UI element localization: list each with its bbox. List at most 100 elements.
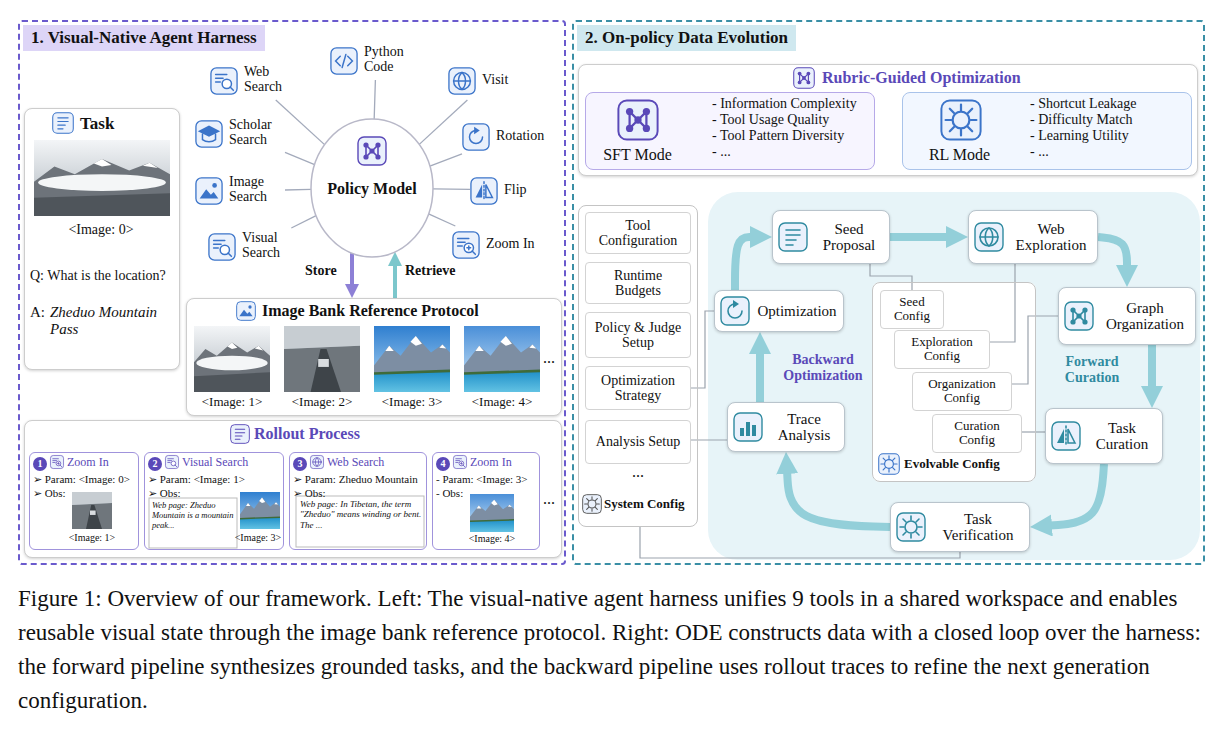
node-text: Seed Proposal bbox=[813, 221, 885, 254]
stage-box: Graph Organization bbox=[1058, 287, 1196, 345]
cycle-band bbox=[708, 192, 1200, 560]
photo bbox=[72, 492, 112, 529]
connector bbox=[393, 265, 397, 298]
connector bbox=[990, 264, 1015, 342]
node-text: - Learning Utility bbox=[1030, 128, 1185, 143]
node-text: <Image: 1> bbox=[190, 395, 274, 410]
config-item: Curation Config bbox=[932, 414, 1022, 453]
icon bbox=[618, 100, 657, 139]
icon bbox=[196, 121, 222, 147]
config-item: Tool Configuration bbox=[585, 212, 691, 254]
icon bbox=[583, 495, 602, 514]
step-number: 4 bbox=[436, 457, 450, 471]
stage-box: Web Exploration bbox=[968, 210, 1098, 264]
node-text: Scholar Search bbox=[229, 117, 285, 148]
config-item: Seed Config bbox=[880, 290, 944, 329]
node-text: Runtime Budgets bbox=[590, 268, 686, 299]
icon bbox=[734, 413, 762, 441]
icon bbox=[1065, 302, 1093, 330]
node-text: Trace Analysis bbox=[768, 411, 840, 444]
icon bbox=[310, 455, 323, 468]
node-text: Visual Search bbox=[182, 456, 282, 470]
icon bbox=[794, 68, 815, 89]
annotation: ... bbox=[543, 349, 561, 367]
node-text: Graph Organization bbox=[1099, 300, 1191, 333]
annotation: Backward Optimization bbox=[778, 352, 868, 384]
tool-node: Web Search bbox=[210, 62, 300, 100]
node-text: - ... bbox=[712, 144, 870, 159]
connector bbox=[870, 264, 912, 290]
node-text: Web page: In Tibetan, the term "Zheduo" … bbox=[300, 499, 422, 530]
node-text: <Image: 3> bbox=[370, 395, 454, 410]
annotation: ... bbox=[543, 490, 561, 508]
node-text: <Image: 2> bbox=[280, 395, 364, 410]
photo bbox=[470, 494, 514, 532]
node-text: ➢ Param: <Image: 1> bbox=[148, 473, 282, 486]
illustration bbox=[25, 109, 181, 371]
node-text: System Config bbox=[604, 497, 694, 512]
config-item: Analysis Setup bbox=[585, 420, 691, 464]
icon bbox=[53, 113, 74, 134]
stage-box: Task Curation bbox=[1045, 408, 1163, 464]
stage-box: Trace Analysis bbox=[727, 402, 845, 452]
node-text: Rotation bbox=[496, 128, 556, 143]
connector bbox=[735, 237, 752, 290]
rollout-step: 4Zoom In- Param: <Image: 3>- Obs:<Image:… bbox=[432, 452, 540, 550]
node-text: <Image: 4> bbox=[460, 533, 524, 545]
stage-box: Task Verification bbox=[890, 502, 1030, 552]
step-number: 2 bbox=[148, 457, 162, 471]
connector bbox=[1098, 237, 1127, 267]
node-text: Zoom In bbox=[486, 236, 542, 251]
node-text: Image Search bbox=[229, 174, 285, 205]
node-text: Optimization Strategy bbox=[590, 373, 686, 404]
node-text: Rollout Process bbox=[254, 425, 360, 443]
tool-node: Visual Search bbox=[208, 228, 298, 266]
node-text: Policy Model bbox=[310, 180, 434, 198]
connector bbox=[1012, 316, 1058, 384]
icon bbox=[211, 68, 237, 94]
node-text: ➢ Obs: bbox=[33, 487, 73, 500]
rubric-box: SFT Mode- Information Complexity- Tool U… bbox=[578, 64, 1198, 176]
photo bbox=[34, 140, 170, 216]
connector bbox=[276, 100, 325, 145]
node-text: Python Code bbox=[364, 44, 422, 75]
node-text: RL Mode bbox=[912, 146, 1007, 164]
connector bbox=[285, 189, 311, 191]
icon bbox=[453, 455, 466, 468]
node-text: ➢ Param: <Image: 0> bbox=[33, 473, 137, 486]
tool-node: Flip bbox=[470, 172, 540, 208]
icon bbox=[50, 455, 63, 468]
node-text: <Image: 3> bbox=[232, 532, 284, 544]
node-text: - Information Complexity bbox=[712, 96, 870, 111]
policy-ellipse: Policy Model bbox=[310, 118, 434, 258]
node-text: SFT Mode bbox=[590, 146, 685, 164]
node-text: Optimization bbox=[757, 303, 836, 320]
rollout-step: 1Zoom In➢ Param: <Image: 0>➢ Obs:<Image:… bbox=[29, 452, 139, 550]
node-text: - Difficulty Match bbox=[1030, 112, 1185, 127]
icon bbox=[975, 223, 1003, 251]
node-text: Image Bank Reference Protocol bbox=[262, 302, 479, 320]
node-text: Web Search bbox=[327, 456, 422, 470]
icon bbox=[231, 425, 250, 444]
config-item: Exploration Config bbox=[894, 330, 990, 369]
photo bbox=[284, 326, 360, 392]
config-item: Runtime Budgets bbox=[585, 262, 691, 304]
node-text: Policy & Judge Setup bbox=[590, 320, 686, 351]
node-text: Task Curation bbox=[1086, 420, 1158, 453]
icon bbox=[209, 234, 235, 260]
mode-box: SFT Mode- Information Complexity- Tool U… bbox=[585, 92, 875, 170]
node-text: Analysis Setup bbox=[596, 434, 680, 449]
tool-node: Python Code bbox=[330, 42, 422, 80]
node-text: ➢ Obs: bbox=[148, 487, 188, 500]
config-item: Policy & Judge Setup bbox=[585, 312, 691, 358]
node-text: Exploration Config bbox=[899, 335, 985, 364]
node-text: Rubric-Guided Optimization bbox=[822, 69, 1021, 87]
stage-box: Seed Proposal bbox=[772, 210, 890, 264]
node-text: Zheduo Mountain Pass bbox=[50, 304, 172, 339]
node-text: ➢ Obs: bbox=[293, 487, 333, 500]
connector bbox=[787, 472, 890, 527]
node-text: <Image: 4> bbox=[460, 395, 544, 410]
box-ground bbox=[872, 282, 1036, 482]
rollout-box: 1Zoom In➢ Param: <Image: 0>➢ Obs:<Image:… bbox=[24, 420, 562, 558]
